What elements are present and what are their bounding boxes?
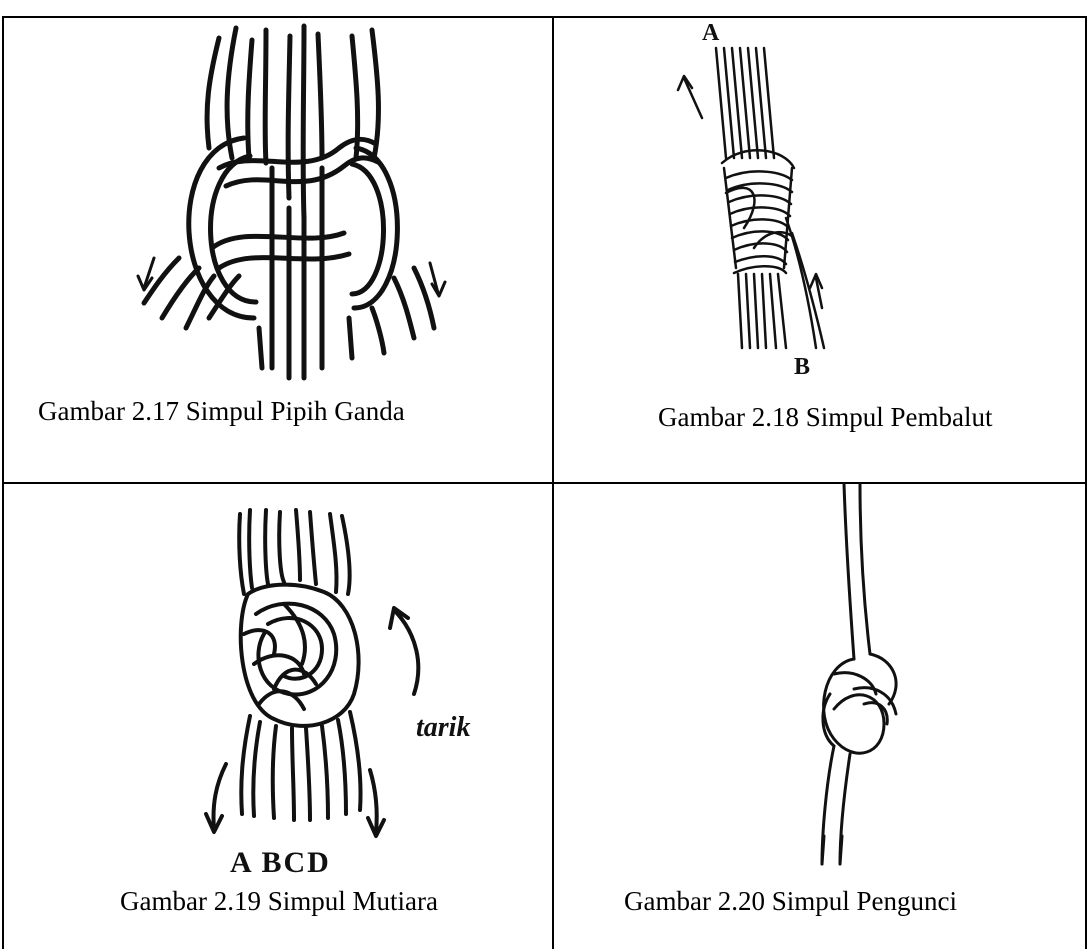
- label-tarik: tarik: [416, 712, 470, 743]
- label-a: A: [702, 20, 720, 46]
- caption-2-17: Gambar 2.17 Simpul Pipih Ganda: [38, 396, 405, 427]
- cell-flat-knot: Gambar 2.17 Simpul Pipih Ganda: [4, 18, 552, 482]
- label-b: B: [794, 354, 810, 380]
- cell-overhand-knot: Gambar 2.20 Simpul Pengunci: [554, 484, 1085, 949]
- cell-wrapping-knot: A B: [554, 18, 1085, 482]
- cell-pearl-knot: tarik A BCD Gambar 2.19 Simpul Mutiara: [4, 484, 552, 949]
- caption-2-18: Gambar 2.18 Simpul Pembalut: [658, 402, 992, 433]
- label-abcd: A BCD: [230, 846, 331, 879]
- pearl-knot-illustration: tarik A BCD: [4, 484, 552, 949]
- overhand-knot-illustration: [554, 484, 1085, 949]
- caption-2-20: Gambar 2.20 Simpul Pengunci: [624, 886, 957, 917]
- caption-2-19: Gambar 2.19 Simpul Mutiara: [120, 886, 438, 917]
